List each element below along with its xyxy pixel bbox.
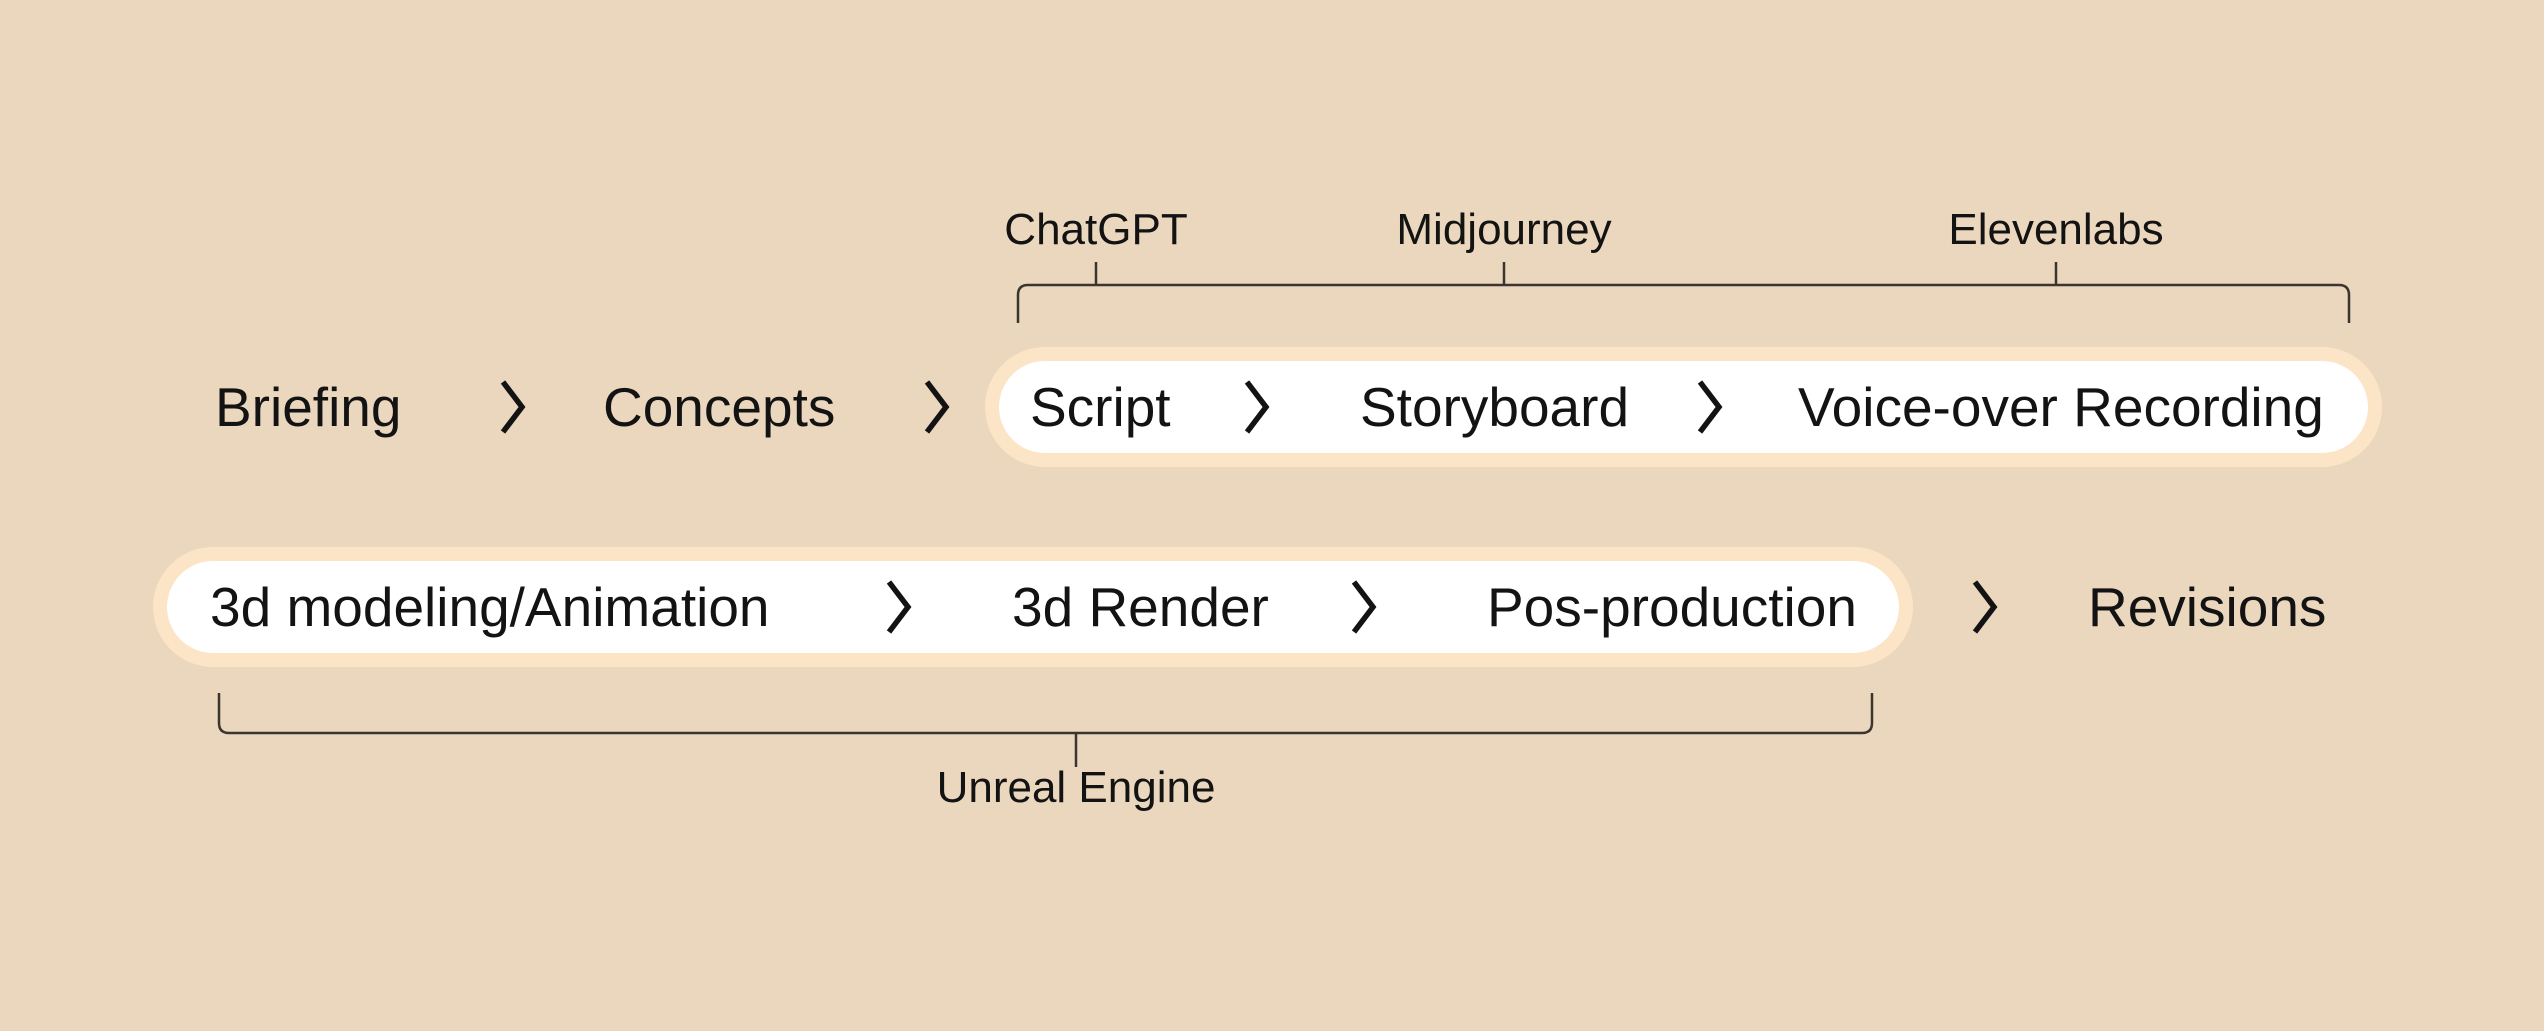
tool-label-chatgpt: ChatGPT xyxy=(1004,205,1188,254)
step-concepts: Concepts xyxy=(603,375,836,438)
step-3d-modeling-animation: 3d modeling/Animation xyxy=(210,575,770,638)
step-script: Script xyxy=(1030,375,1171,438)
chevron-right-icon xyxy=(1692,375,1726,439)
step-storyboard: Storyboard xyxy=(1360,375,1630,438)
chevron-right-icon xyxy=(1239,375,1273,439)
chevron-right-icon xyxy=(881,575,915,639)
chevron-right-icon xyxy=(1967,575,2001,639)
workflow-row-2: 3d modeling/Animation 3d Render Pos-prod… xyxy=(0,547,2544,667)
tool-label-elevenlabs: Elevenlabs xyxy=(1948,205,2164,254)
step-voice-over-recording: Voice-over Recording xyxy=(1798,375,2324,438)
step-pos-production: Pos-production xyxy=(1487,575,1857,638)
chevron-right-icon xyxy=(1346,575,1380,639)
step-3d-render: 3d Render xyxy=(1012,575,1269,638)
workflow-row-1: Briefing Concepts Script Storyboard xyxy=(0,347,2544,467)
step-briefing: Briefing xyxy=(215,375,402,438)
highlighted-pill-ai-steps: Script Storyboard Voice-over Recording xyxy=(985,347,2382,467)
bottom-bracket xyxy=(217,693,1874,767)
tool-label-midjourney: Midjourney xyxy=(1396,205,1612,254)
highlighted-pill-unreal-steps: 3d modeling/Animation 3d Render Pos-prod… xyxy=(153,547,1913,667)
tool-label-unreal-engine: Unreal Engine xyxy=(936,763,1216,812)
chevron-right-icon xyxy=(495,375,529,439)
chevron-right-icon xyxy=(919,375,953,439)
top-bracket xyxy=(1016,262,2351,323)
step-revisions: Revisions xyxy=(2088,575,2327,638)
